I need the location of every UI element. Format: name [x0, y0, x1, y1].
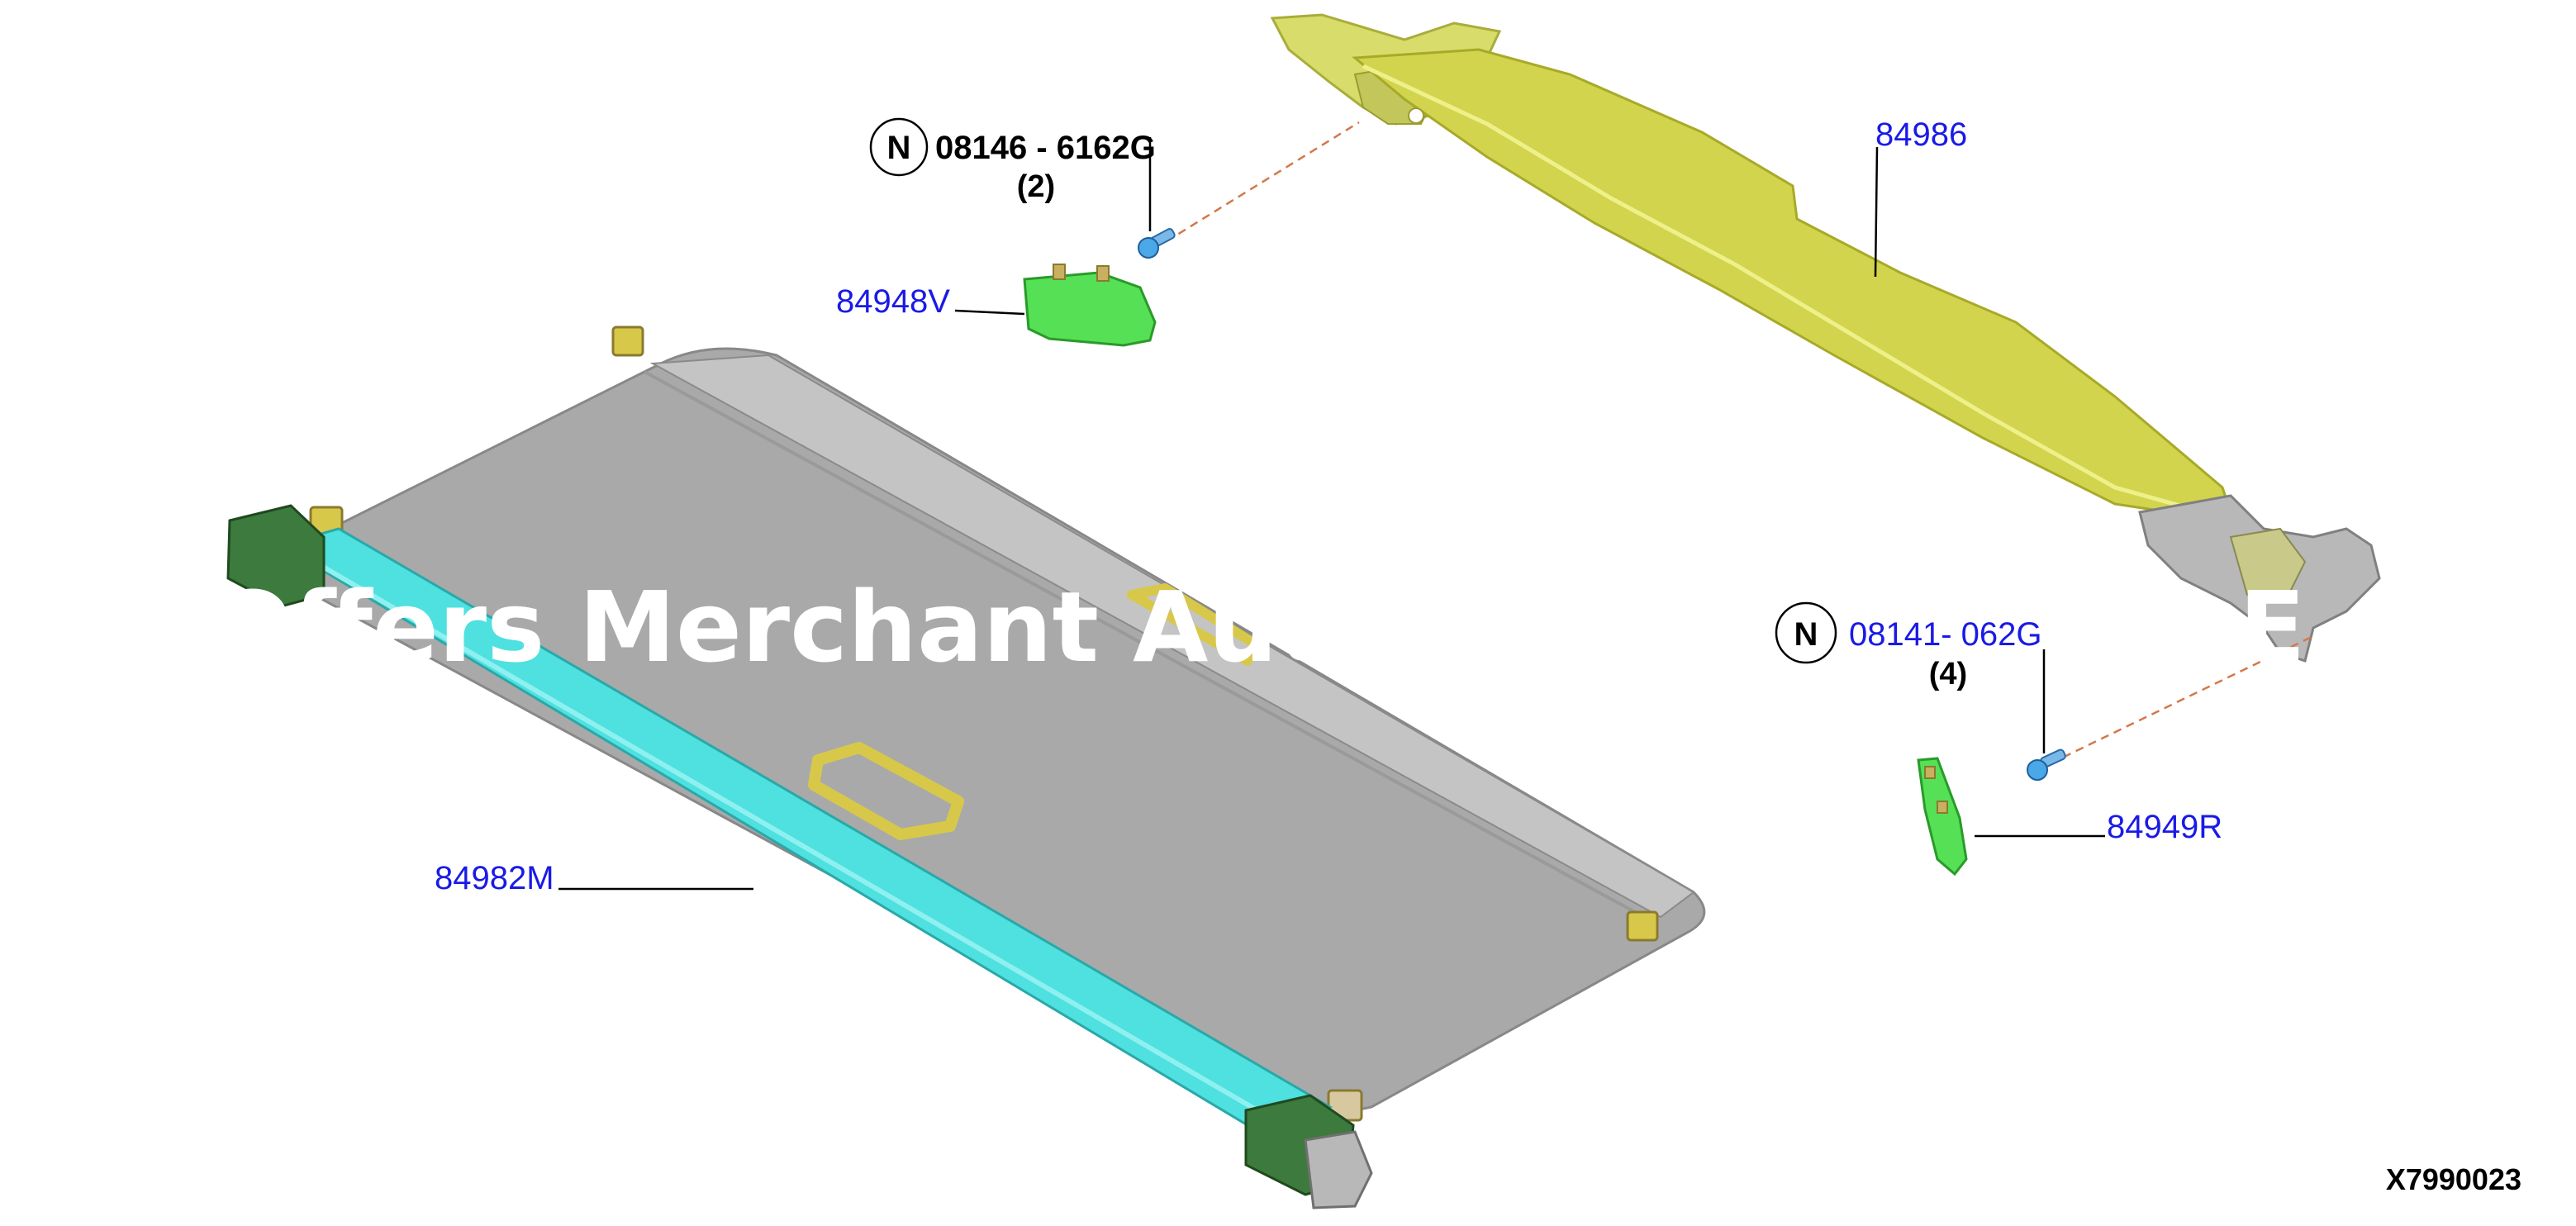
clip-right-tab-1	[1924, 766, 1936, 779]
rail-body	[1352, 48, 2233, 516]
cover-crease-line	[644, 370, 1645, 919]
callout-1-quantity: (2)	[1017, 169, 1055, 204]
clip-left-tab-1	[1053, 264, 1066, 280]
callout-2-quantity: (4)	[1929, 657, 1967, 691]
cover-upper-edge	[649, 354, 1695, 919]
clip-right-tab-2	[1937, 801, 1948, 814]
cargo-cover-assembly[interactable]	[226, 326, 1706, 1209]
cassette-end-plug-right	[1304, 1130, 1373, 1209]
callout-1-part-number: 08146 - 6162G	[935, 130, 1156, 166]
left-mounting-clip[interactable]	[1023, 264, 1157, 347]
part-label-84986[interactable]: 84986	[1875, 116, 1967, 153]
leader-84986	[1874, 146, 1879, 278]
cassette-end-cap-left	[226, 504, 326, 608]
rail-edge-highlight	[1362, 64, 2198, 513]
callout-1-symbol: N	[887, 130, 911, 166]
screw-2-dash-line	[2050, 634, 2314, 765]
clip-left-body	[1023, 271, 1157, 347]
cassette-highlight	[296, 549, 1299, 1136]
drawing-id: X7990023	[2386, 1162, 2521, 1196]
leader-84948V	[954, 309, 1025, 316]
fastener-screw-1[interactable]	[1138, 121, 1360, 259]
part-label-84948V[interactable]: 84948V	[836, 283, 950, 320]
fastener-screw-2[interactable]	[2027, 634, 2314, 781]
rail-right-bracket-mount	[2229, 527, 2307, 596]
callout-2-n-circle-icon	[1775, 601, 1837, 664]
part-label-84949R[interactable]: 84949R	[2107, 809, 2222, 845]
screw-2-head-icon	[2027, 759, 2048, 781]
part-label-84982M[interactable]: 84982M	[435, 860, 554, 896]
cover-handle-2-icon	[1127, 583, 1261, 666]
callout-1-n-circle-icon	[869, 117, 929, 177]
right-mounting-clip[interactable]	[1917, 757, 1968, 877]
screw-1-head-icon	[1138, 237, 1159, 259]
cover-panel	[312, 347, 1706, 1125]
cover-handle-icon	[808, 742, 964, 840]
callout-2-part-number: 08141- 062G	[1849, 616, 2042, 653]
clip-left-tab-2	[1096, 265, 1110, 282]
load-cover-rail[interactable]	[1270, 13, 2381, 663]
clip-right-body	[1917, 757, 1968, 877]
callout-2-symbol: N	[1794, 616, 1818, 653]
rail-bracket-hole-icon	[1408, 107, 1424, 124]
watermark-text: Offers Merchant Auto Parts	[211, 570, 1713, 684]
fastener-callout-2[interactable]: N 08141- 062G (4)	[1775, 601, 2046, 753]
watermark-trailing-text: E	[2239, 570, 2306, 684]
cover-hook-top-right	[1626, 910, 1659, 942]
cover-hook-top-left	[611, 326, 644, 357]
screw-1-dash-line	[1166, 121, 1360, 243]
fastener-callout-1[interactable]: N 08146 - 6162G (2)	[869, 117, 1156, 231]
